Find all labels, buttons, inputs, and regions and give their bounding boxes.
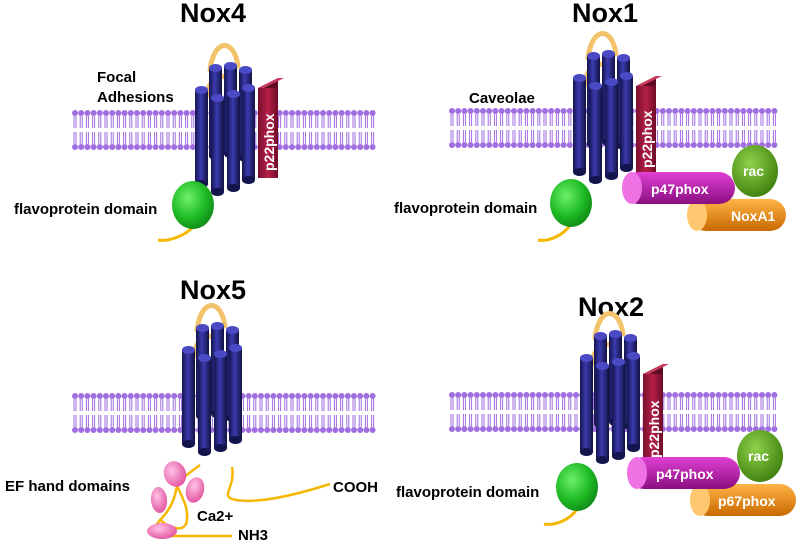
nox1-flavoprotein-domain [550,179,592,227]
nox5-panel: Nox5 EF hand domains Ca2+ NH3 COOH [5,275,378,544]
nox2-rac: rac [737,430,783,482]
nox4-p22phox-label: p22phox [261,113,277,171]
nox1-tail [537,223,573,242]
nox1-flavoprotein-label: flavoprotein domain [394,200,537,217]
nox1-noxa1-label: NoxA1 [731,208,776,224]
nox1-title: Nox1 [572,0,638,28]
nox4-panel: Nox4 Focal Adhesions p22phox flavoprotei… [14,0,376,242]
nox1-p47phox-label: p47phox [651,181,709,197]
nox5-title: Nox5 [180,275,246,305]
nox5-nh3-label: NH3 [238,527,268,544]
nox1-rac: rac [732,145,778,197]
nox1-p47phox: p47phox [622,172,735,204]
focal-adhesions-label-line2: Adhesions [97,89,174,106]
nox1-noxa1: NoxA1 [687,199,786,231]
nox2-flavoprotein-domain [556,463,598,511]
caveolae-label: Caveolae [469,90,535,107]
nox1-panel: Nox1 Caveolae p22phox NoxA1 p47phox rac … [394,0,786,242]
nox5-channel [182,303,242,456]
nox2-title: Nox2 [578,292,644,322]
nox5-ca2-label: Ca2+ [197,508,234,525]
nox2-panel: Nox2 p22phox p67phox p47phox rac flavopr… [396,292,796,526]
nox5-cooh-tail [226,466,331,502]
nox1-p22phox-label: p22phox [639,110,655,168]
nox2-p22phox: p22phox [643,364,669,468]
nox5-ef-hand-4 [147,523,177,539]
nox2-p47phox-label: p47phox [656,466,714,482]
nox4-channel [195,43,255,196]
nox2-p47phox: p47phox [627,457,740,489]
nox2-p22phox-label: p22phox [646,400,662,458]
focal-adhesions-label-line1: Focal [97,69,136,86]
nox5-ef-hand-2 [185,477,205,503]
nox1-p22phox: p22phox [636,76,662,176]
nox1-channel [573,31,633,184]
nox2-p67phox: p67phox [690,484,796,516]
nox1-rac-label: rac [743,163,764,179]
nox4-title: Nox4 [180,0,246,28]
nox5-ef-hand-label: EF hand domains [5,478,130,495]
nox2-p67phox-label: p67phox [718,493,776,509]
nox5-ef-hand-3 [150,487,168,513]
nox5-ef-hand-1 [163,461,187,487]
nox4-flavoprotein-label: flavoprotein domain [14,201,157,218]
nox2-flavoprotein-label: flavoprotein domain [396,484,539,501]
nox4-flavoprotein-domain [172,181,214,229]
nox5-cooh-label: COOH [333,479,378,496]
nox2-rac-label: rac [748,448,769,464]
nox4-p22phox: p22phox [258,78,284,178]
nox2-channel [580,311,640,464]
